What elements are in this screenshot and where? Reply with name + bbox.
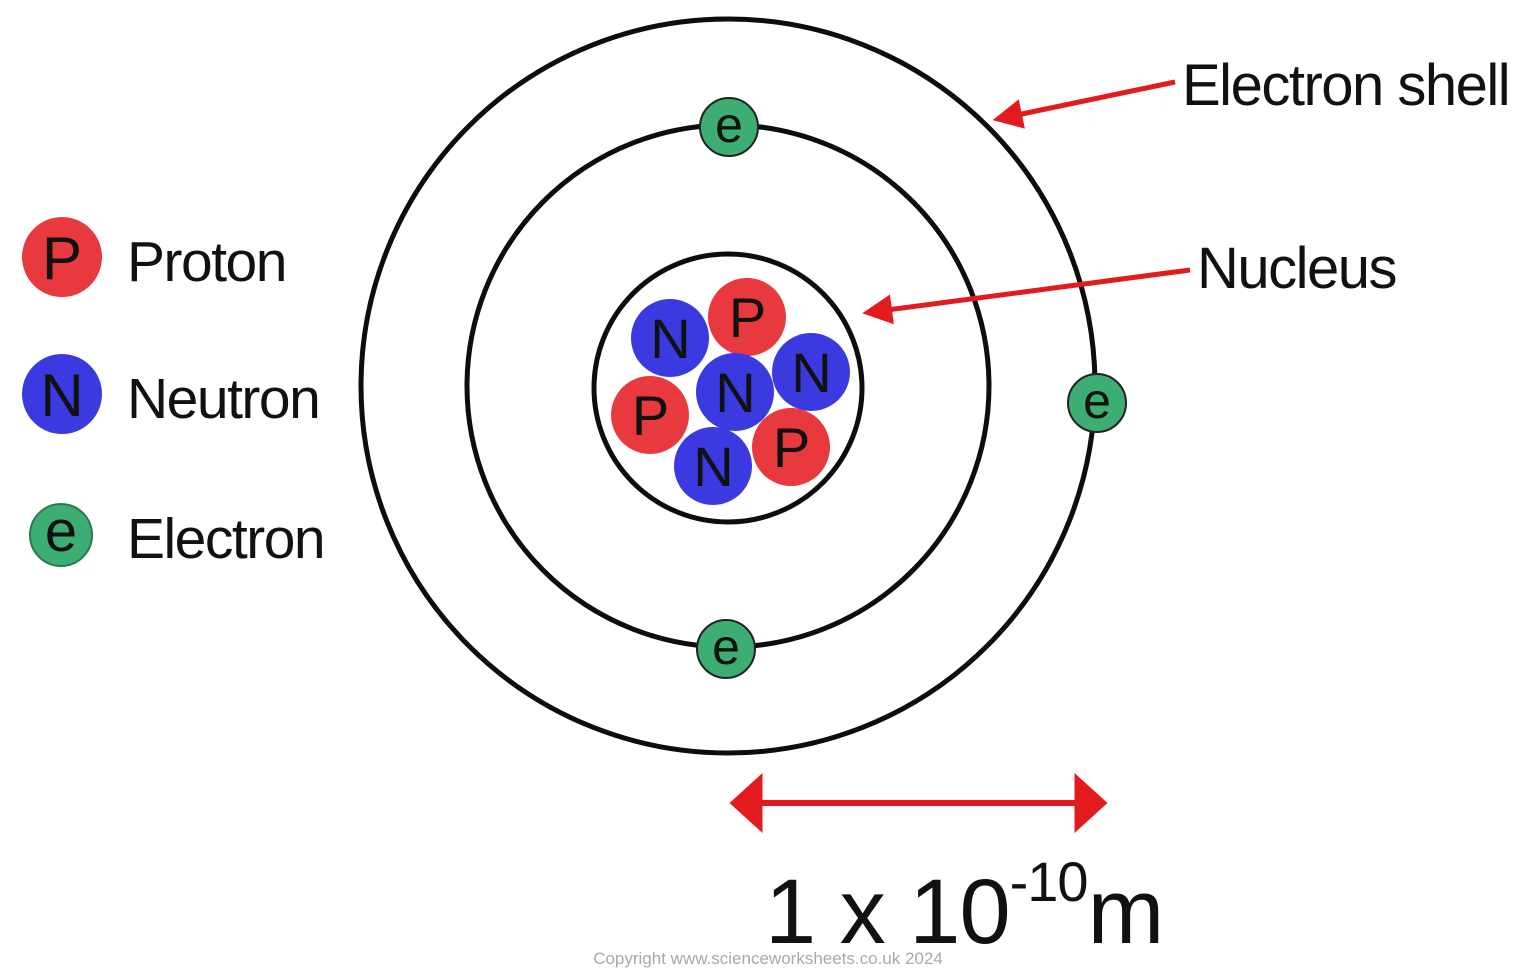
- proton-circle: [708, 278, 786, 356]
- nucleus-particle-neutron: N: [696, 353, 774, 431]
- electron-top: e: [699, 97, 759, 157]
- electron-circle: [696, 619, 756, 679]
- nucleus-arrow: [862, 267, 1191, 325]
- neutron-legend-label: Neutron: [127, 367, 319, 431]
- electron-shell-label: Electron shell: [1182, 53, 1509, 118]
- legend-item-neutron: N Neutron: [22, 354, 321, 434]
- scale-base: 1 x 10: [765, 861, 1010, 963]
- proton-letter: P: [773, 416, 809, 479]
- neutron-letter: N: [650, 307, 689, 370]
- proton-legend-label: Proton: [127, 230, 286, 294]
- scale-unit: m: [1088, 861, 1164, 963]
- electron-shell-annotation: Electron shell: [992, 53, 1511, 129]
- legend-item-electron: e Electron: [29, 499, 326, 571]
- nucleus-particle-neutron: N: [772, 333, 850, 411]
- neutron-circle: [696, 353, 774, 431]
- proton-circle: [611, 376, 689, 454]
- nucleus-annotation: Nucleus: [862, 236, 1398, 325]
- copyright-text: Copyright www.scienceworksheets.co.uk 20…: [593, 949, 943, 968]
- electron-legend-circle: [29, 503, 93, 567]
- electron-legend-label: Electron: [127, 507, 324, 571]
- nucleus-particle-neutron: N: [674, 427, 752, 505]
- neutron-legend-circle: [22, 354, 102, 434]
- proton-legend-circle: [22, 217, 102, 297]
- neutron-circle: [631, 299, 709, 377]
- nucleus-label: Nucleus: [1197, 236, 1396, 301]
- electron-legend-symbol: e: [45, 499, 77, 564]
- nucleus-particle-proton: P: [708, 278, 786, 356]
- legend: P Proton N Neutron e Electron: [22, 217, 326, 571]
- proton-letter: P: [632, 384, 668, 447]
- nucleus-particle-proton: P: [752, 408, 830, 486]
- scale-exponent: -10: [1010, 850, 1088, 913]
- scale-indicator: 1 x 10-10m: [729, 773, 1164, 963]
- electron-letter: e: [1083, 373, 1111, 429]
- proton-letter: P: [729, 286, 765, 349]
- proton-circle: [752, 408, 830, 486]
- neutron-letter: N: [791, 341, 830, 404]
- electron-bottom: e: [696, 619, 756, 679]
- electron-shell-arrow: [992, 79, 1176, 129]
- electron-letter: e: [712, 619, 740, 675]
- neutron-circle: [772, 333, 850, 411]
- neutron-circle: [674, 427, 752, 505]
- legend-item-proton: P Proton: [22, 217, 287, 297]
- nucleus-particle-neutron: N: [631, 299, 709, 377]
- neutron-letter: N: [693, 435, 732, 498]
- neutron-legend-symbol: N: [40, 362, 83, 429]
- nucleus-particles: P N N P P N N: [611, 278, 850, 505]
- proton-legend-symbol: P: [42, 225, 82, 292]
- electron-circle: [1067, 373, 1127, 433]
- scale-label: 1 x 10-10m: [765, 850, 1163, 963]
- electron-right: e: [1067, 373, 1127, 433]
- electron-circle: [699, 97, 759, 157]
- electron-letter: e: [715, 97, 743, 153]
- neutron-letter: N: [715, 361, 754, 424]
- nucleus-particle-proton: P: [611, 376, 689, 454]
